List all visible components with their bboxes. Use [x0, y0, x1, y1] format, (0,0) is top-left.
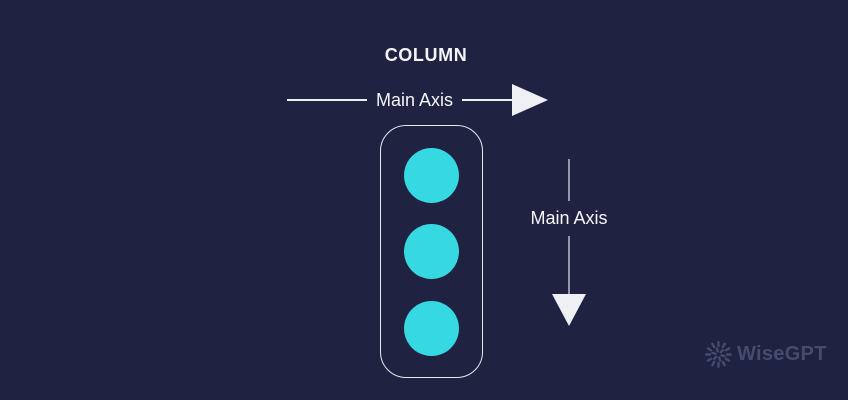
- arrow-right-icon: [512, 84, 549, 116]
- vertical-axis-line-bottom: [568, 236, 570, 294]
- starburst-icon: [705, 341, 732, 368]
- flex-item-circle: [404, 224, 459, 279]
- flex-container-box: [380, 125, 483, 378]
- horizontal-axis-line-right: [462, 99, 513, 101]
- vertical-axis-line-top: [568, 159, 570, 201]
- horizontal-axis-label: Main Axis: [376, 89, 454, 110]
- brand-name: WiseGPT: [737, 343, 827, 365]
- vertical-main-axis-arrow: Main Axis: [499, 159, 639, 326]
- flex-item-circle: [404, 147, 459, 203]
- flex-item-circle: [404, 300, 459, 356]
- vertical-axis-label: Main Axis: [530, 208, 608, 228]
- brand-watermark: WiseGPT: [705, 341, 827, 368]
- horizontal-axis-line-left: [287, 99, 367, 101]
- diagram-title: COLUMN: [384, 45, 468, 65]
- horizontal-main-axis-arrow: Main Axis: [287, 84, 549, 116]
- arrow-down-icon: [552, 294, 586, 326]
